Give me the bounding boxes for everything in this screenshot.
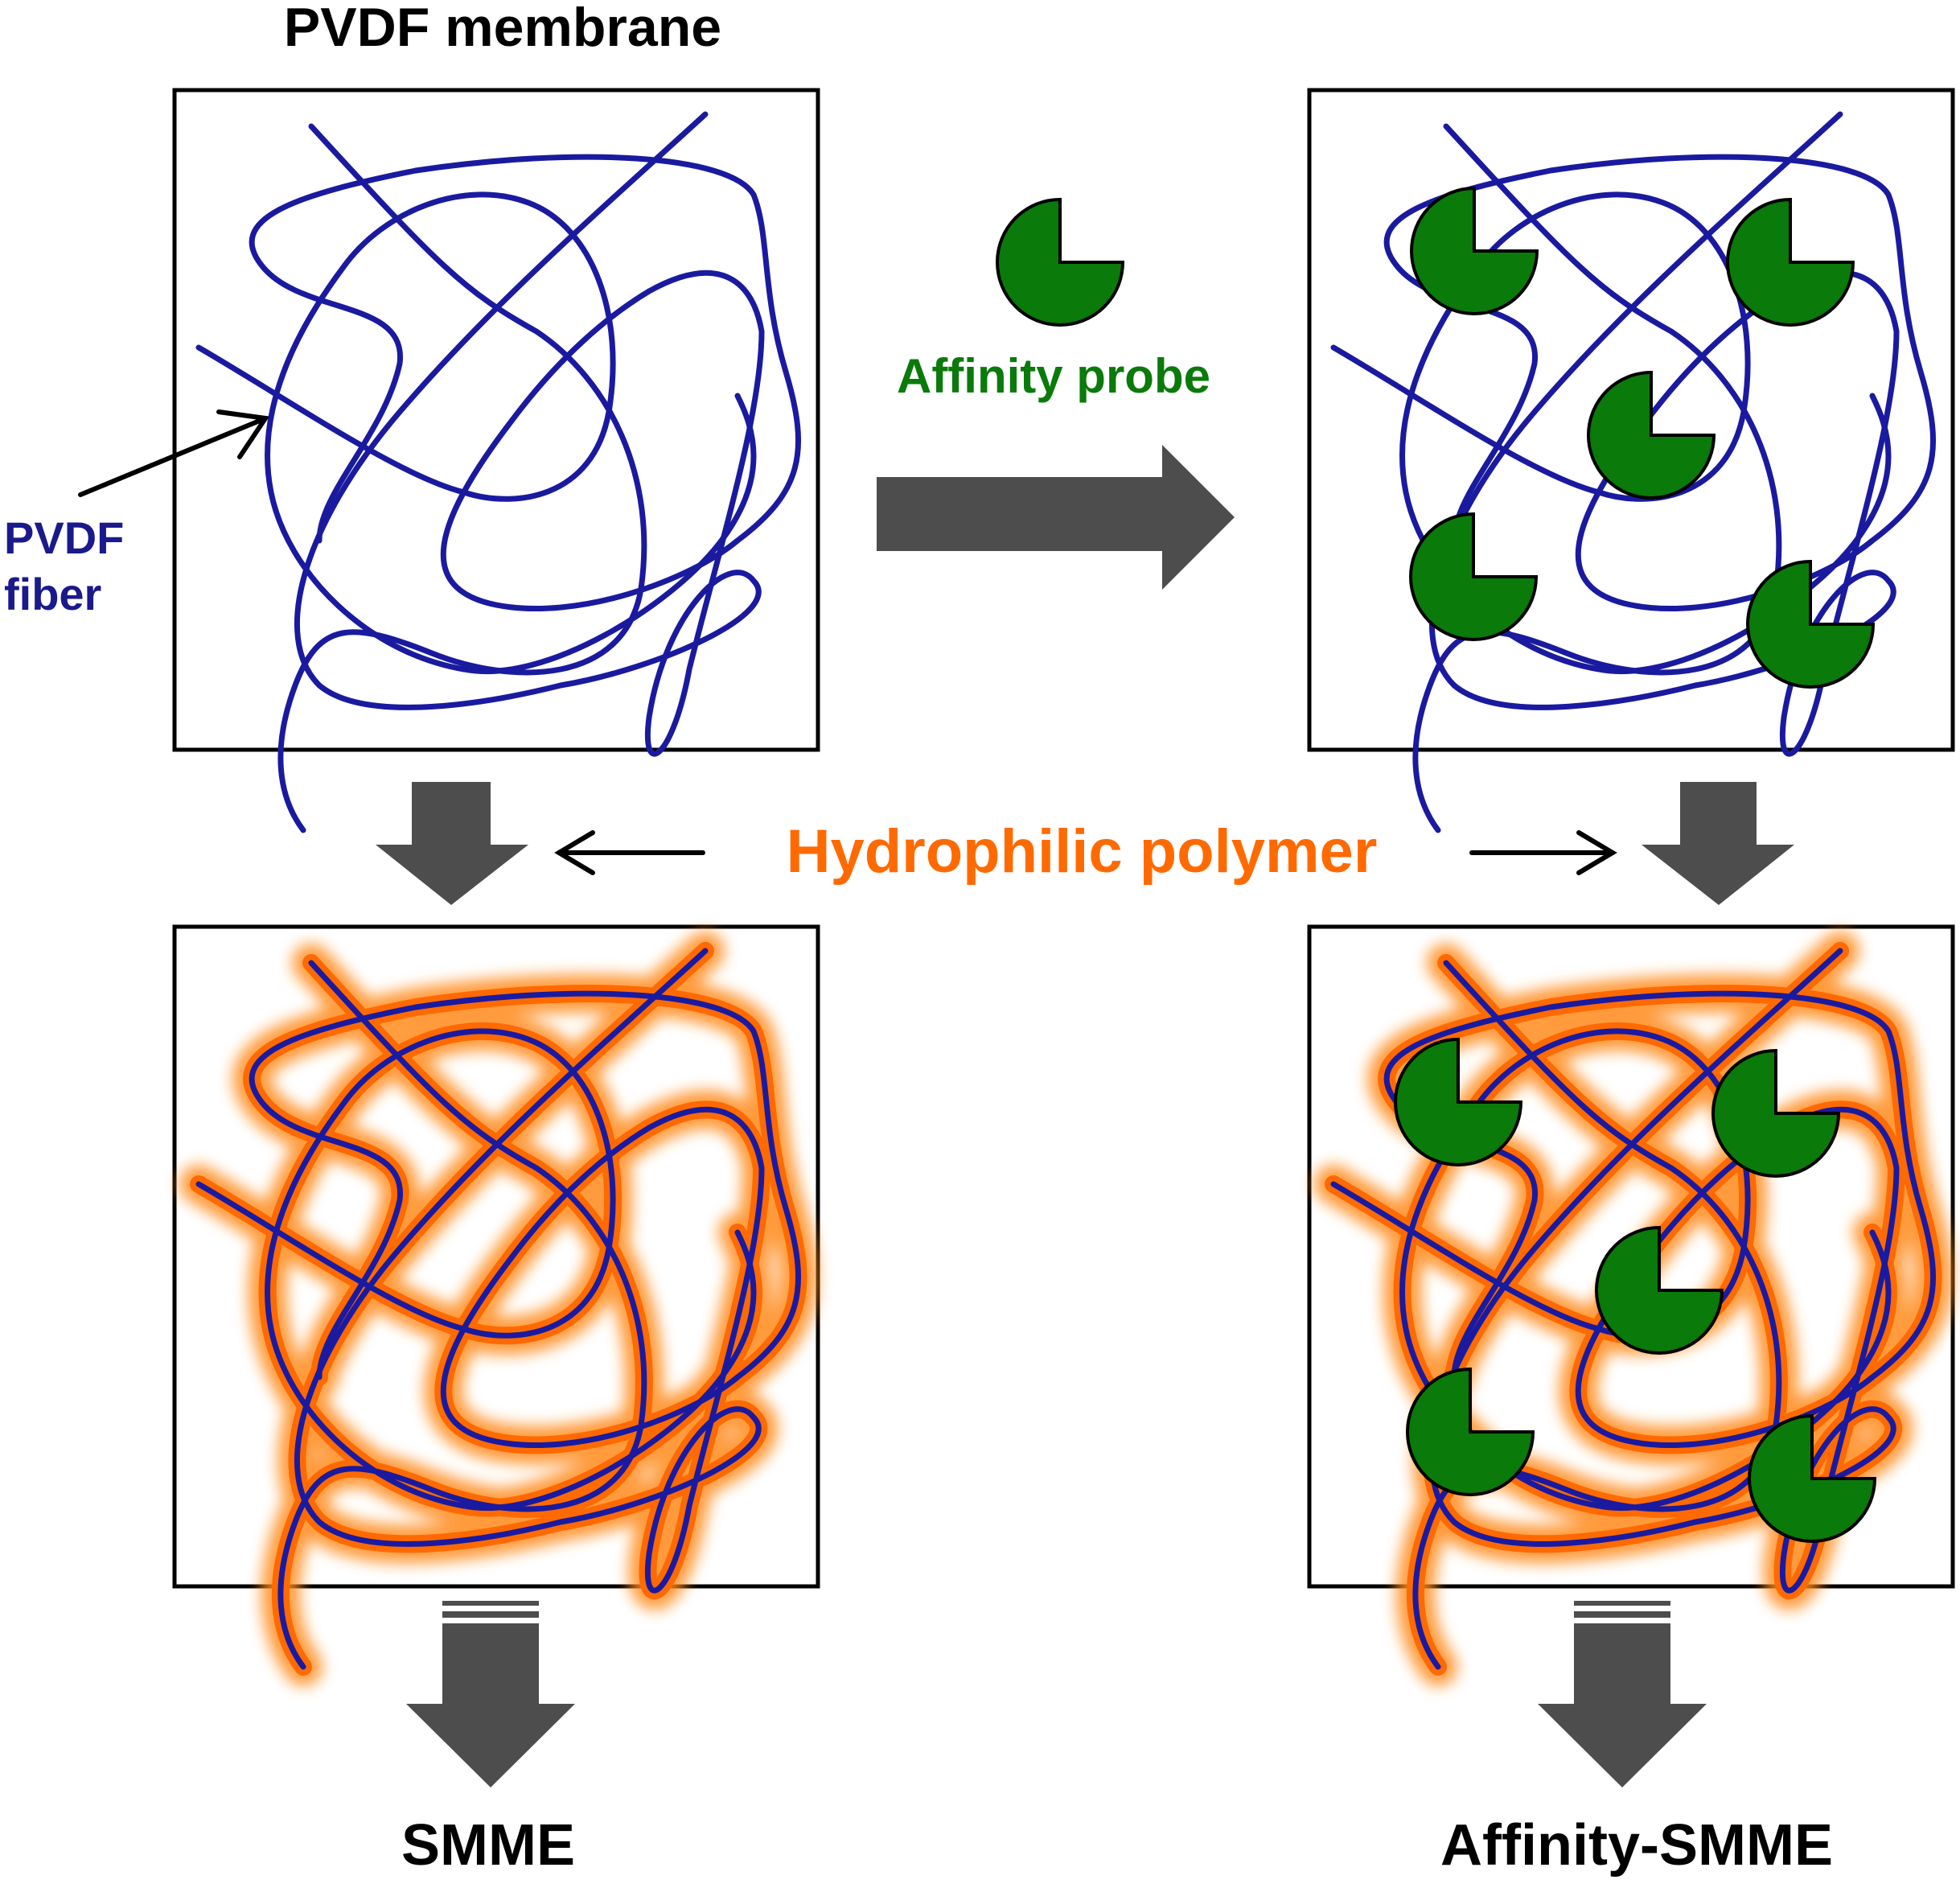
panel-pvdf-membrane bbox=[172, 88, 820, 830]
result-label-affinity-smme: Affinity-SMME bbox=[1440, 1813, 1833, 1878]
output-arrow-right bbox=[1538, 1601, 1707, 1787]
down-arrow-right bbox=[1642, 782, 1794, 905]
panel-smme bbox=[172, 924, 820, 1667]
panel-probe-membrane bbox=[1307, 88, 1955, 830]
fiber-pointer-arrow bbox=[78, 409, 270, 497]
polymer-pointer-right bbox=[1469, 830, 1617, 875]
fiber-label-line2: fiber bbox=[4, 569, 101, 619]
result-label-smme: SMME bbox=[401, 1813, 575, 1878]
panel-affinity-smme bbox=[1307, 924, 1955, 1667]
right-process-arrow bbox=[877, 445, 1235, 590]
probe-label: Affinity probe bbox=[897, 349, 1210, 403]
output-arrow-left bbox=[406, 1601, 575, 1787]
probe-legend-icon bbox=[996, 198, 1124, 327]
down-arrow-left bbox=[376, 782, 528, 905]
fiber-label-line1: PVDF bbox=[4, 512, 124, 563]
polymer-pointer-left bbox=[554, 830, 705, 875]
membrane-title: PVDF membrane bbox=[284, 0, 721, 58]
polymer-label: Hydrophilic polymer bbox=[787, 817, 1378, 886]
